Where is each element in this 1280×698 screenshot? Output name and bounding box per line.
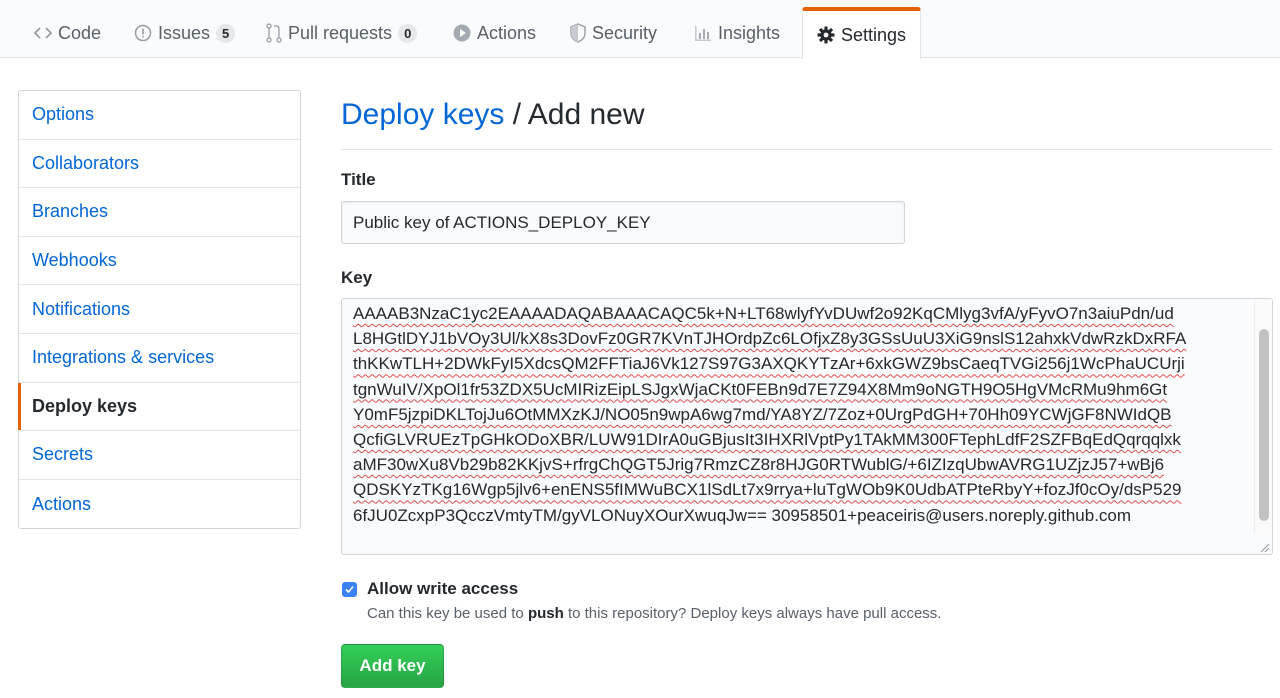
sidebar-item-label: Collaborators [32,152,140,173]
sidebar-item-options[interactable]: Options [19,91,300,140]
sidebar-item-notifications[interactable]: Notifications [19,285,300,334]
tab-actions-label: Actions [477,22,537,43]
note-bold: push [527,605,564,622]
breadcrumb-separator: / [504,98,528,131]
gear-icon [817,26,835,44]
deploy-key-form: Deploy keys / Add new Title Key AAAAB3Nz… [341,90,1273,688]
allow-write-label[interactable]: Allow write access [367,579,519,598]
sidebar-item-label: Webhooks [32,250,117,271]
tab-issues[interactable]: Issues 5 [134,8,236,58]
note-suffix: to this repository? Deploy keys always h… [563,605,942,622]
breadcrumb-deploy-keys-link[interactable]: Deploy keys [341,98,505,131]
sidebar-item-webhooks[interactable]: Webhooks [19,237,300,286]
key-label: Key [341,268,373,287]
key-line: QcfiGLVRUEzTpGHkODoXBR/LUW91DIrA0uGBjusI… [353,430,1181,450]
repo-nav-tabs: Code Issues 5 Pull requests 0 Actions Se… [0,0,1280,59]
tab-actions[interactable]: Actions [453,8,536,58]
tab-insights-label: Insights [718,22,781,43]
key-line: L8HGtlDYJ1bVOy3Ul/kX8s3DovFz0GR7KVnTJHOr… [353,329,1187,349]
shield-icon [570,23,586,43]
sidebar-item-branches[interactable]: Branches [19,188,300,237]
sidebar-item-label: Notifications [32,298,131,319]
key-textarea[interactable]: AAAAB3NzaC1yc2EAAAADAQABAAACAQC5k+N+LT68… [341,298,1273,555]
tab-pull-requests[interactable]: Pull requests 0 [266,8,418,58]
sidebar-item-integrations-services[interactable]: Integrations & services [19,334,300,383]
resize-handle-icon[interactable] [1258,540,1270,553]
tab-security[interactable]: Security [570,8,657,58]
scrollbar-thumb[interactable] [1259,329,1269,521]
breadcrumb-current: Add new [527,98,645,131]
key-line: aMF30wXu8Vb29b82KKjvS+rfrgChQGT5Jrig7Rmz… [353,455,1165,475]
tab-settings-label: Settings [841,24,907,45]
play-icon [453,24,471,42]
key-line: tgnWuIV/XpOl1fr53ZDX5UcMIRizEipLSJgxWjaC… [353,379,1168,399]
title-input[interactable] [341,201,905,244]
pull-requests-count-badge: 0 [398,23,418,43]
sidebar-item-label: Options [32,104,95,125]
code-icon [34,26,52,40]
key-textarea-content[interactable]: AAAAB3NzaC1yc2EAAAADAQABAAACAQC5k+N+LT68… [353,301,1243,528]
tab-pull-requests-label: Pull requests [288,22,393,43]
graph-icon [694,24,712,42]
key-line: thKKwTLH+2DWkFyI5XdcsQM2FFTiaJ6Vk127S97G… [353,354,1185,374]
key-line: AAAAB3NzaC1yc2EAAAADAQABAAACAQC5k+N+LT68… [353,304,1174,323]
tab-insights[interactable]: Insights [694,8,780,58]
add-key-button[interactable]: Add key [341,644,444,688]
sidebar-item-actions[interactable]: Actions [19,480,300,529]
sidebar-item-label: Actions [32,493,92,514]
tab-code[interactable]: Code [34,8,101,58]
sidebar-item-collaborators[interactable]: Collaborators [19,140,300,189]
sidebar-item-deploy-keys[interactable]: Deploy keys [18,382,300,432]
settings-sidebar: Options Collaborators Branches Webhooks … [18,90,301,530]
key-line: Y0mF5jzpiDKLTojJu6OtMMXzKJ/NO05n9wpA6wg7… [353,404,1172,424]
sidebar-item-secrets[interactable]: Secrets [19,431,300,480]
allow-write-row: Allow write access [341,579,1273,599]
note-prefix: Can this key be used to [367,605,528,622]
tab-issues-label: Issues [158,22,211,43]
sidebar-item-label: Branches [32,201,109,222]
issues-count-badge: 5 [216,23,236,43]
allow-write-checkbox[interactable] [342,581,357,597]
page-title: Deploy keys / Add new [341,90,1273,150]
key-textarea-scrollbar[interactable] [1254,299,1272,534]
issue-icon [134,24,152,42]
pull-request-icon [266,23,282,43]
sidebar-item-label: Deploy keys [32,395,138,416]
sidebar-item-label: Secrets [32,444,94,465]
title-label: Title [341,170,376,189]
key-line: 6fJU0ZcxpP3QcczVmtyTM/gyVLONuyXOurXwuqJw… [353,505,1132,525]
tab-settings[interactable]: Settings [802,7,922,59]
key-line: QDSKYzTKg16Wgp5jlv6+enENS5fIMWuBCX1lSdLt… [353,480,1182,500]
tab-code-label: Code [58,22,102,43]
tab-security-label: Security [592,22,658,43]
checkmark-icon [345,585,354,593]
sidebar-item-label: Integrations & services [32,347,215,368]
allow-write-note: Can this key be used to push to this rep… [367,605,1273,622]
